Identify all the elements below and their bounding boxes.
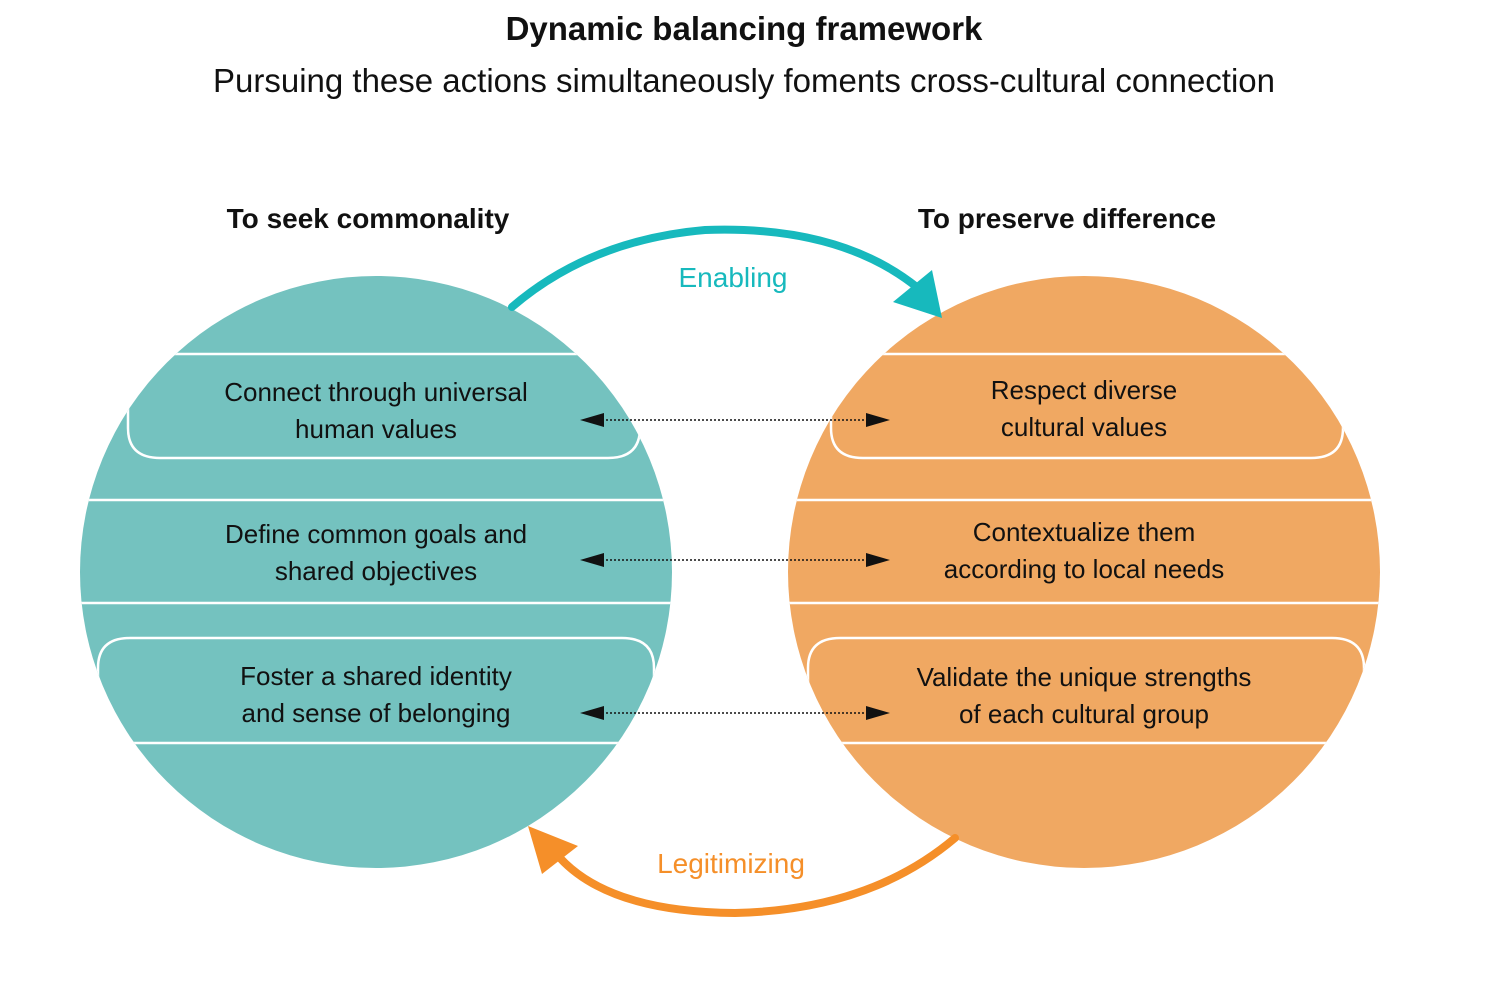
item-line: and sense of belonging [241,698,511,728]
commonality-item-1: Connect through universal human values [141,374,611,448]
item-line: Validate the unique strengths [916,662,1252,692]
item-line: Respect diverse [990,375,1178,405]
commonality-heading: To seek commonality [226,203,510,234]
item-line: Contextualize them [972,517,1196,547]
difference-item-1: Respect diverse cultural values [849,372,1319,446]
diagram-subtitle: Pursuing these actions simultaneously fo… [212,62,1276,99]
difference-heading: To preserve difference [917,203,1217,234]
diagram-title: Dynamic balancing framework [505,10,983,47]
item-line: cultural values [1000,412,1168,442]
item-line: Foster a shared identity [240,661,512,691]
commonality-circle [80,276,672,868]
item-line: according to local needs [943,554,1225,584]
commonality-item-2: Define common goals and shared objective… [141,516,611,590]
difference-item-3: Validate the unique strengths of each cu… [849,659,1319,733]
enabling-label: Enabling [678,262,788,293]
connector-3 [580,706,890,720]
enabling-arrow [508,225,942,318]
commonality-item-3: Foster a shared identity and sense of be… [141,658,611,732]
item-line: Define common goals and [224,519,528,549]
difference-item-2: Contextualize them according to local ne… [849,514,1319,588]
item-line: human values [295,414,457,444]
legitimizing-arrow [528,826,959,918]
item-line: shared objectives [274,556,478,586]
connector-2 [580,553,890,567]
legitimizing-label: Legitimizing [657,848,805,879]
connector-1 [580,413,890,427]
item-line: Connect through universal [224,377,528,407]
item-line: of each cultural group [958,699,1210,729]
